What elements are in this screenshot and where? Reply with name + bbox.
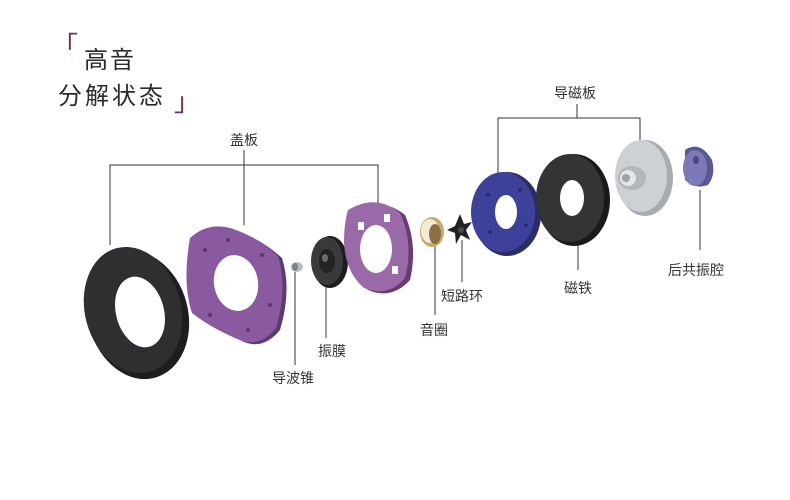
title-bracket-close: 」 bbox=[174, 88, 201, 118]
rear-plate-grey bbox=[615, 140, 673, 216]
short-ring-part bbox=[447, 214, 472, 244]
label-short-ring: 短路环 bbox=[441, 289, 483, 305]
label-cover-plate: 盖板 bbox=[230, 133, 258, 149]
leader-lines bbox=[109, 104, 701, 365]
guide-plate-bracket bbox=[497, 117, 641, 178]
magnet-part bbox=[536, 154, 610, 246]
label-voice-coil: 音圈 bbox=[420, 323, 448, 339]
title-line-2: 分解状态 bbox=[58, 82, 166, 110]
guide-plate-blue bbox=[471, 172, 541, 256]
frame-ring-purple bbox=[344, 202, 414, 294]
title-line-1: 高音 bbox=[84, 46, 136, 74]
title-bracket-open: 「 bbox=[52, 32, 79, 62]
label-guide-plate: 导磁板 bbox=[554, 86, 596, 102]
label-rear-cavity: 后共振腔 bbox=[668, 263, 724, 279]
label-phase-plug: 导波锥 bbox=[272, 371, 314, 387]
label-magnet: 磁铁 bbox=[564, 281, 592, 297]
cover-ring-black bbox=[83, 246, 190, 380]
voice-coil-part bbox=[420, 217, 444, 247]
label-diaphragm: 振膜 bbox=[318, 344, 346, 360]
cover-plate-purple bbox=[186, 226, 287, 345]
rear-cavity-part bbox=[683, 146, 714, 187]
diaphragm-part bbox=[311, 236, 348, 288]
phase-plug bbox=[291, 262, 303, 272]
